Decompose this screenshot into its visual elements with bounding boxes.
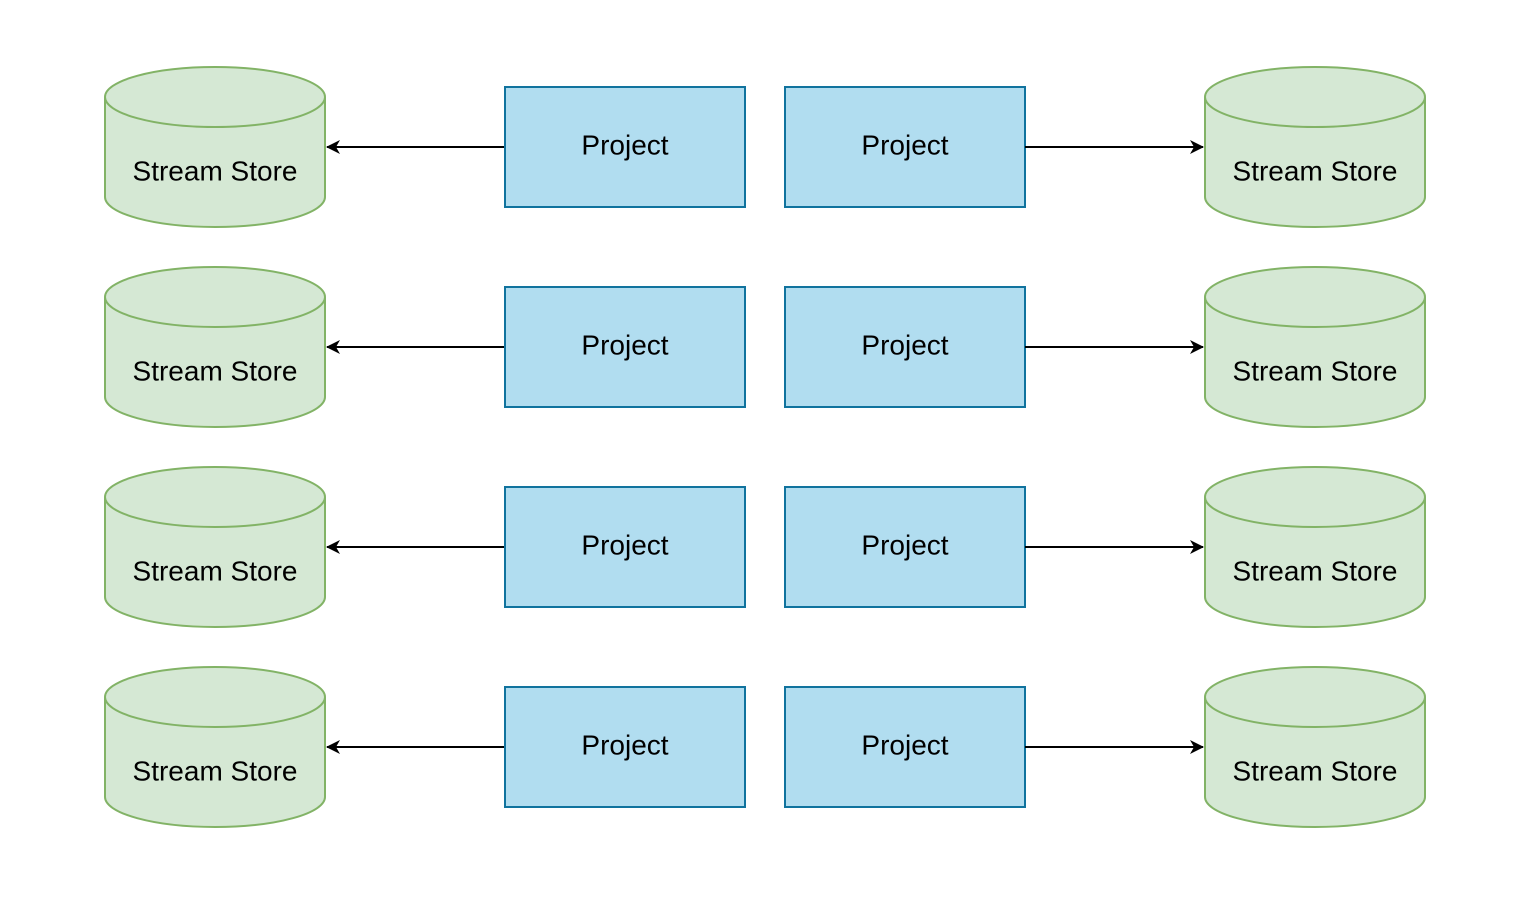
project-box-shape xyxy=(504,486,746,608)
cylinder-top xyxy=(104,466,326,528)
project-label: Project xyxy=(581,729,668,760)
project-label: Project xyxy=(581,529,668,560)
cylinder-body xyxy=(104,297,326,428)
stream-store-cylinder[interactable]: Stream Store xyxy=(1204,266,1426,428)
project-box[interactable]: Project xyxy=(504,86,746,208)
cylinder-body xyxy=(104,97,326,228)
project-label: Project xyxy=(861,729,948,760)
cylinder-top xyxy=(1204,466,1426,528)
project-label: Project xyxy=(861,129,948,160)
stream-store-cylinder[interactable]: Stream Store xyxy=(1204,466,1426,628)
stream-store-cylinder[interactable]: Stream Store xyxy=(104,266,326,428)
cylinder-top xyxy=(104,666,326,728)
cylinder-top xyxy=(1204,66,1426,128)
cylinder-body xyxy=(1204,697,1426,828)
stream-store-label: Stream Store xyxy=(1233,755,1398,786)
stream-store-cylinder[interactable]: Stream Store xyxy=(104,466,326,628)
project-box[interactable]: Project xyxy=(784,686,1026,808)
stream-store-cylinder[interactable]: Stream Store xyxy=(104,66,326,228)
stream-store-cylinder[interactable]: Stream Store xyxy=(104,666,326,828)
project-box-shape xyxy=(784,486,1026,608)
project-box-shape xyxy=(504,286,746,408)
project-box[interactable]: Project xyxy=(784,486,1026,608)
cylinder-top xyxy=(104,66,326,128)
stream-store-label: Stream Store xyxy=(133,355,298,386)
diagram-row: Stream Store Project Project Stream Stor… xyxy=(104,466,1426,628)
stream-store-label: Stream Store xyxy=(1233,155,1398,186)
project-box-shape xyxy=(784,686,1026,808)
project-box-shape xyxy=(504,686,746,808)
cylinder-body xyxy=(1204,97,1426,228)
stream-store-label: Stream Store xyxy=(1233,555,1398,586)
project-box-shape xyxy=(784,86,1026,208)
cylinder-top xyxy=(1204,666,1426,728)
cylinder-top xyxy=(104,266,326,328)
project-box[interactable]: Project xyxy=(504,286,746,408)
project-label: Project xyxy=(581,329,668,360)
project-label: Project xyxy=(861,329,948,360)
project-box[interactable]: Project xyxy=(504,486,746,608)
stream-store-label: Stream Store xyxy=(133,555,298,586)
cylinder-top xyxy=(1204,266,1426,328)
cylinder-body xyxy=(104,497,326,628)
project-box-shape xyxy=(784,286,1026,408)
project-label: Project xyxy=(581,129,668,160)
project-box-shape xyxy=(504,86,746,208)
diagram-row: Stream Store Project Project Stream Stor… xyxy=(104,666,1426,828)
project-box[interactable]: Project xyxy=(504,686,746,808)
stream-store-label: Stream Store xyxy=(1233,355,1398,386)
stream-store-label: Stream Store xyxy=(133,755,298,786)
diagram-row: Stream Store Project Project Stream Stor… xyxy=(104,266,1426,428)
project-label: Project xyxy=(861,529,948,560)
stream-store-cylinder[interactable]: Stream Store xyxy=(1204,666,1426,828)
project-box[interactable]: Project xyxy=(784,286,1026,408)
diagram-row: Stream Store Project Project Stream Stor… xyxy=(104,66,1426,228)
cylinder-body xyxy=(104,697,326,828)
stream-store-cylinder[interactable]: Stream Store xyxy=(1204,66,1426,228)
cylinder-body xyxy=(1204,297,1426,428)
cylinder-body xyxy=(1204,497,1426,628)
project-box[interactable]: Project xyxy=(784,86,1026,208)
stream-store-label: Stream Store xyxy=(133,155,298,186)
